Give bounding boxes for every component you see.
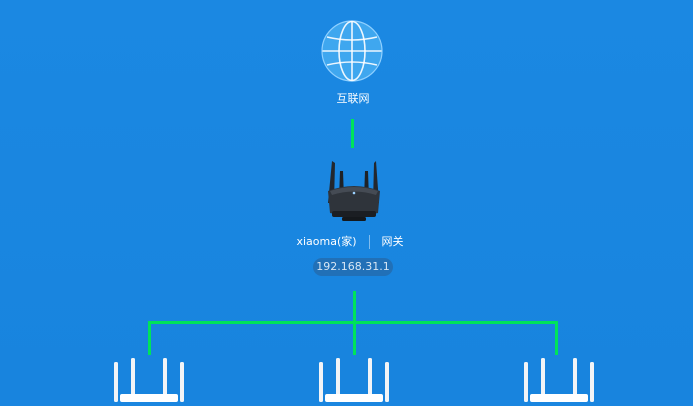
- child-router-node-left[interactable]: [112, 356, 186, 402]
- internet-node[interactable]: [321, 20, 383, 82]
- router-icon: [524, 358, 594, 402]
- divider: [368, 235, 370, 249]
- child-router-node-center[interactable]: [317, 356, 391, 402]
- gateway-name-row: xiaoma(家) 网关: [270, 234, 430, 250]
- gateway-ip-badge: 192.168.31.1: [313, 258, 393, 276]
- router-icon: [328, 161, 380, 221]
- gateway-role-label: 网关: [381, 235, 404, 248]
- right-node-link-line: [555, 321, 558, 355]
- gateway-name[interactable]: xiaoma(家): [296, 235, 357, 248]
- internet-link-line: [351, 119, 354, 148]
- router-icon: [319, 358, 389, 402]
- internet-label: 互联网: [336, 92, 370, 105]
- child-router-node-right[interactable]: [522, 356, 596, 402]
- globe-icon: [321, 20, 383, 82]
- mesh-bus-line: [148, 321, 558, 324]
- router-icon: [114, 358, 184, 402]
- gateway-router-node[interactable]: [318, 157, 390, 223]
- left-node-link-line: [148, 321, 151, 355]
